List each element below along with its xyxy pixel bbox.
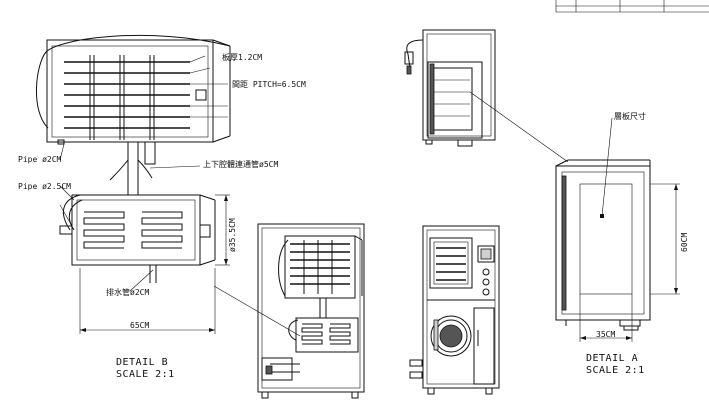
machine-side-view-top bbox=[404, 29, 569, 163]
connecting-tube bbox=[109, 142, 201, 195]
drain-pipe-label: 排水管ø2CM bbox=[106, 288, 150, 297]
pipe-2cm-label: Pipe ø2CM bbox=[18, 155, 62, 164]
detail-a-title: DETAIL A bbox=[586, 353, 639, 364]
width-35-label: 35CM bbox=[596, 330, 616, 339]
width-65-label: 65CM bbox=[130, 321, 150, 330]
pitch-label: 間距 PITCH=6.5CM bbox=[232, 80, 306, 89]
diameter-label: ø35.5CM bbox=[228, 218, 237, 252]
condenser-chamber bbox=[59, 194, 216, 292]
title-block-fragment bbox=[555, 0, 709, 13]
pipe-2-5cm-label: Pipe ø2.5CM bbox=[18, 182, 71, 191]
shelf-chamber-detail bbox=[36, 34, 231, 165]
height-60-label: 60CM bbox=[680, 232, 689, 252]
shelf-size-label: 層板尺寸 bbox=[614, 112, 646, 121]
machine-front-view-bottom bbox=[409, 225, 500, 395]
connecting-pipe-label: 上下腔體連通管ø5CM bbox=[203, 160, 279, 169]
detail-b-title: DETAIL B bbox=[116, 357, 169, 368]
detail-b-scale: SCALE 2:1 bbox=[116, 369, 175, 380]
machine-front-view-middle bbox=[213, 223, 365, 399]
detail-a-shelf-plan bbox=[555, 117, 680, 342]
detail-b-dimensions bbox=[59, 143, 230, 334]
plate-thickness-label: 板厚1.2CM bbox=[222, 53, 263, 62]
detail-a-scale: SCALE 2:1 bbox=[586, 365, 645, 376]
